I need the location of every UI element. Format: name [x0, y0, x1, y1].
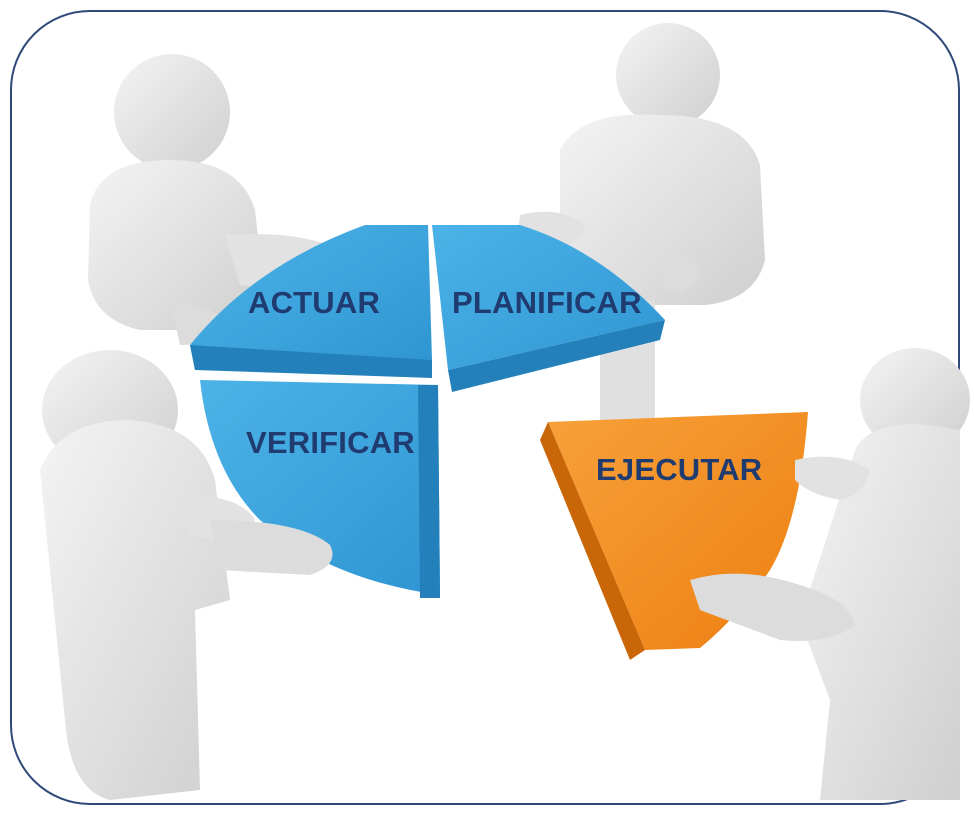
segment-actuar-shape: [190, 225, 432, 378]
segment-actuar-label: ACTUAR: [248, 285, 381, 320]
segment-verificar-shape: [200, 380, 440, 598]
person-figure-bottom-right: [690, 348, 970, 800]
segment-planificar-shape: [432, 225, 665, 392]
segment-ejecutar-label: EJECUTAR: [596, 452, 763, 487]
segment-planificar-label: PLANIFICAR: [452, 285, 642, 320]
person-figure-bottom-left: [40, 350, 333, 800]
segment-verificar-label: VERIFICAR: [246, 425, 415, 460]
